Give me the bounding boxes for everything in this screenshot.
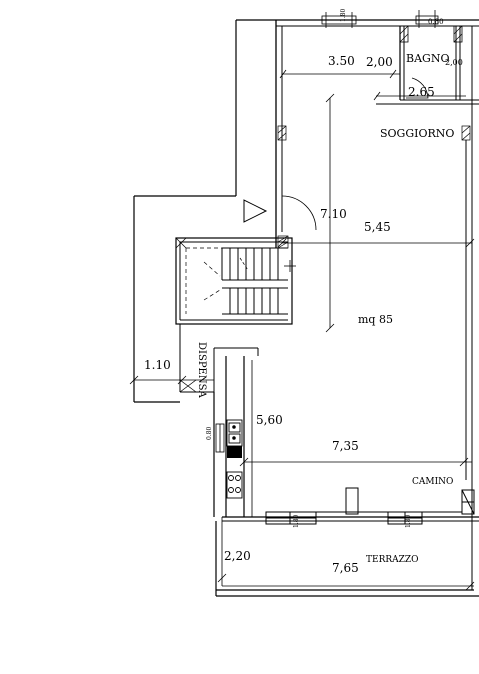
window-top-right	[415, 10, 439, 28]
kitchen-appliance	[227, 446, 242, 458]
dim-7-35: 7,35	[332, 439, 359, 453]
dim-5-60: 5,60	[256, 413, 283, 427]
terrace	[215, 521, 479, 597]
bathroom	[376, 25, 479, 105]
room-label-dispensa: DISPENSA	[196, 342, 207, 398]
dim-2-65: 2.65	[408, 85, 435, 99]
room-label-bagno: BAGNO	[406, 52, 449, 65]
staircase	[175, 237, 296, 325]
dim-2-00-sub: 2,00	[445, 58, 463, 67]
window-mark-bottom-left: 1.80	[293, 514, 300, 528]
outer-walls	[133, 19, 479, 590]
window-mark-kitchen: 0.80	[206, 426, 213, 440]
entrance-door	[281, 195, 317, 232]
dimension-lines	[129, 69, 475, 591]
entrance-arrow	[243, 199, 268, 223]
room-label-terrazzo: TERRAZZO	[366, 555, 419, 565]
fireplace	[461, 489, 475, 515]
dim-7-10: 7.10	[320, 207, 347, 221]
kitchen-wall	[213, 356, 245, 517]
room-label-camino: CAMINO	[412, 477, 453, 487]
kitchen-sink	[226, 419, 243, 447]
room-label-soggiorno: SOGGIORNO	[380, 127, 454, 140]
dim-2-20: 2,20	[224, 549, 251, 563]
dim-1-10: 1.10	[144, 358, 171, 372]
dim-3-50: 3.50	[328, 54, 355, 68]
dim-2-00: 2,00	[366, 55, 393, 69]
dispensa	[179, 324, 259, 393]
window-mark-top-left: 1.80	[340, 8, 347, 22]
dim-7-65: 7,65	[332, 561, 359, 575]
dim-5-45: 5,45	[364, 220, 391, 234]
window-mark-bottom-right: 1.80	[405, 514, 412, 528]
kitchen-window	[215, 423, 225, 453]
window-top-left	[321, 12, 357, 28]
window-mark-top-right: 0.80	[428, 18, 444, 26]
kitchen-hob	[226, 471, 243, 499]
bottom-openings	[265, 487, 462, 525]
area-label: mq 85	[358, 313, 393, 326]
